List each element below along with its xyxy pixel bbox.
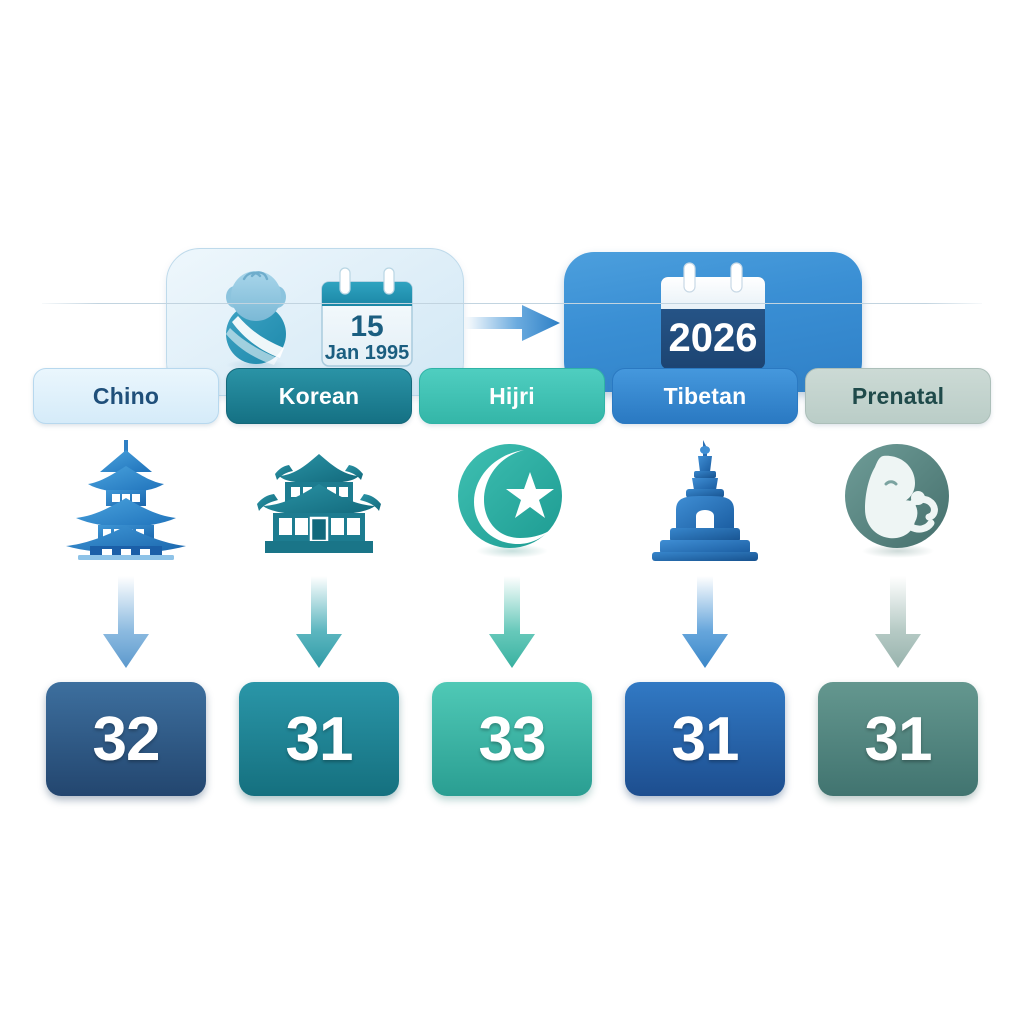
fetus-icon [839, 441, 957, 564]
pill-label-tibetan: Tibetan [663, 382, 747, 409]
down-arrow-chino [33, 576, 219, 672]
target-calendar-icon: 2026 [649, 261, 777, 384]
value-text-prenatal: 31 [864, 704, 933, 774]
pill-hijri[interactable]: Hijri [419, 368, 605, 424]
calendar-column-korean: Korean [226, 368, 412, 800]
value-text-chino: 32 [92, 704, 161, 774]
calendar-column-chino: Chino [33, 368, 219, 800]
pill-label-prenatal: Prenatal [851, 382, 945, 409]
birth-date-card[interactable]: 15 Jan 1995 [166, 248, 464, 396]
value-box-prenatal[interactable]: 31 [818, 682, 978, 796]
icon-prenatal [805, 440, 991, 564]
pill-label-hijri: Hijri [489, 382, 535, 409]
value-box-tibetan[interactable]: 31 [625, 682, 785, 796]
calendar-column-prenatal: Prenatal [805, 368, 991, 800]
value-text-korean: 31 [285, 704, 354, 774]
birth-calendar-icon: 15 Jan 1995 [312, 264, 422, 381]
right-arrow-icon [464, 303, 564, 343]
calendar-column-hijri: Hijri [419, 368, 605, 800]
target-year-text: 2026 [669, 316, 758, 360]
value-box-hijri[interactable]: 33 [432, 682, 592, 796]
calendar-systems-grid: Chino [0, 368, 1024, 808]
pill-label-chino: Chino [92, 382, 160, 409]
calendar-column-tibetan: Tibetan [612, 368, 798, 800]
pill-tibetan[interactable]: Tibetan [612, 368, 798, 424]
birth-day-text: 15 [350, 310, 383, 343]
value-box-chino[interactable]: 32 [46, 682, 206, 796]
crescent-star-icon [452, 440, 572, 565]
down-arrow-prenatal [805, 576, 991, 672]
baby-icon [208, 266, 304, 379]
pill-prenatal[interactable]: Prenatal [805, 368, 991, 424]
stupa-icon [646, 438, 764, 567]
value-text-tibetan: 31 [671, 704, 740, 774]
birth-monthyear-text: Jan 1995 [325, 342, 410, 364]
pagoda-icon [60, 439, 192, 565]
down-arrow-hijri [419, 576, 605, 672]
pill-label-korean: Korean [278, 382, 360, 409]
icon-hijri [419, 440, 605, 564]
down-arrow-tibetan [612, 576, 798, 672]
hanok-icon [249, 444, 389, 561]
icon-korean [226, 440, 412, 564]
pill-korean[interactable]: Korean [226, 368, 412, 424]
pill-chino[interactable]: Chino [33, 368, 219, 424]
down-arrow-korean [226, 576, 412, 672]
icon-tibetan [612, 438, 798, 567]
section-divider [42, 303, 982, 304]
conversion-header: 15 Jan 1995 [0, 120, 1024, 396]
value-box-korean[interactable]: 31 [239, 682, 399, 796]
value-text-hijri: 33 [478, 704, 547, 774]
icon-chino [33, 439, 219, 565]
